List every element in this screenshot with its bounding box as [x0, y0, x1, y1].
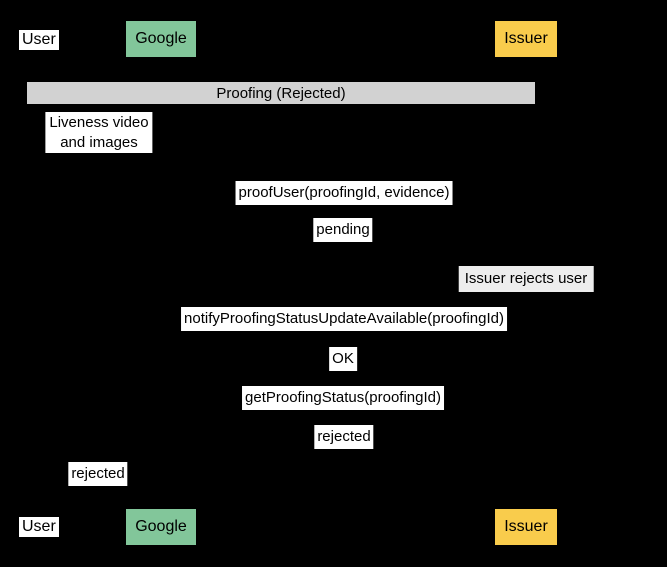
actor-issuer-bottom: Issuer	[495, 509, 557, 545]
message-notify-proofing-status-update: notifyProofingStatusUpdateAvailable(proo…	[181, 307, 507, 331]
message-ok: OK	[329, 347, 357, 371]
lifeline-google	[160, 57, 162, 509]
actor-user-top: User	[19, 30, 59, 50]
note-issuer-rejects-user: Issuer rejects user	[458, 266, 594, 292]
actor-google-top: Google	[126, 21, 196, 57]
actor-google-label: Google	[135, 30, 187, 47]
divider-label: Proofing (Rejected)	[216, 84, 346, 102]
message-get-proofing-status: getProofingStatus(proofingId)	[242, 386, 444, 410]
actor-issuer-label: Issuer	[504, 518, 548, 535]
divider-proofing-rejected: Proofing (Rejected)	[27, 82, 535, 104]
actor-user-bottom: User	[19, 517, 59, 537]
message-liveness-video-and-images: Liveness video and images	[45, 112, 153, 153]
actor-issuer-label: Issuer	[504, 30, 548, 47]
lifeline-user	[35, 57, 37, 509]
message-pending: pending	[313, 218, 373, 242]
actor-issuer-top: Issuer	[495, 21, 557, 57]
message-rejected-reply: rejected	[314, 425, 374, 449]
actor-google-label: Google	[135, 518, 187, 535]
message-proof-user: proofUser(proofingId, evidence)	[235, 181, 453, 205]
actor-google-bottom: Google	[126, 509, 196, 545]
message-rejected-to-user: rejected	[68, 462, 128, 486]
